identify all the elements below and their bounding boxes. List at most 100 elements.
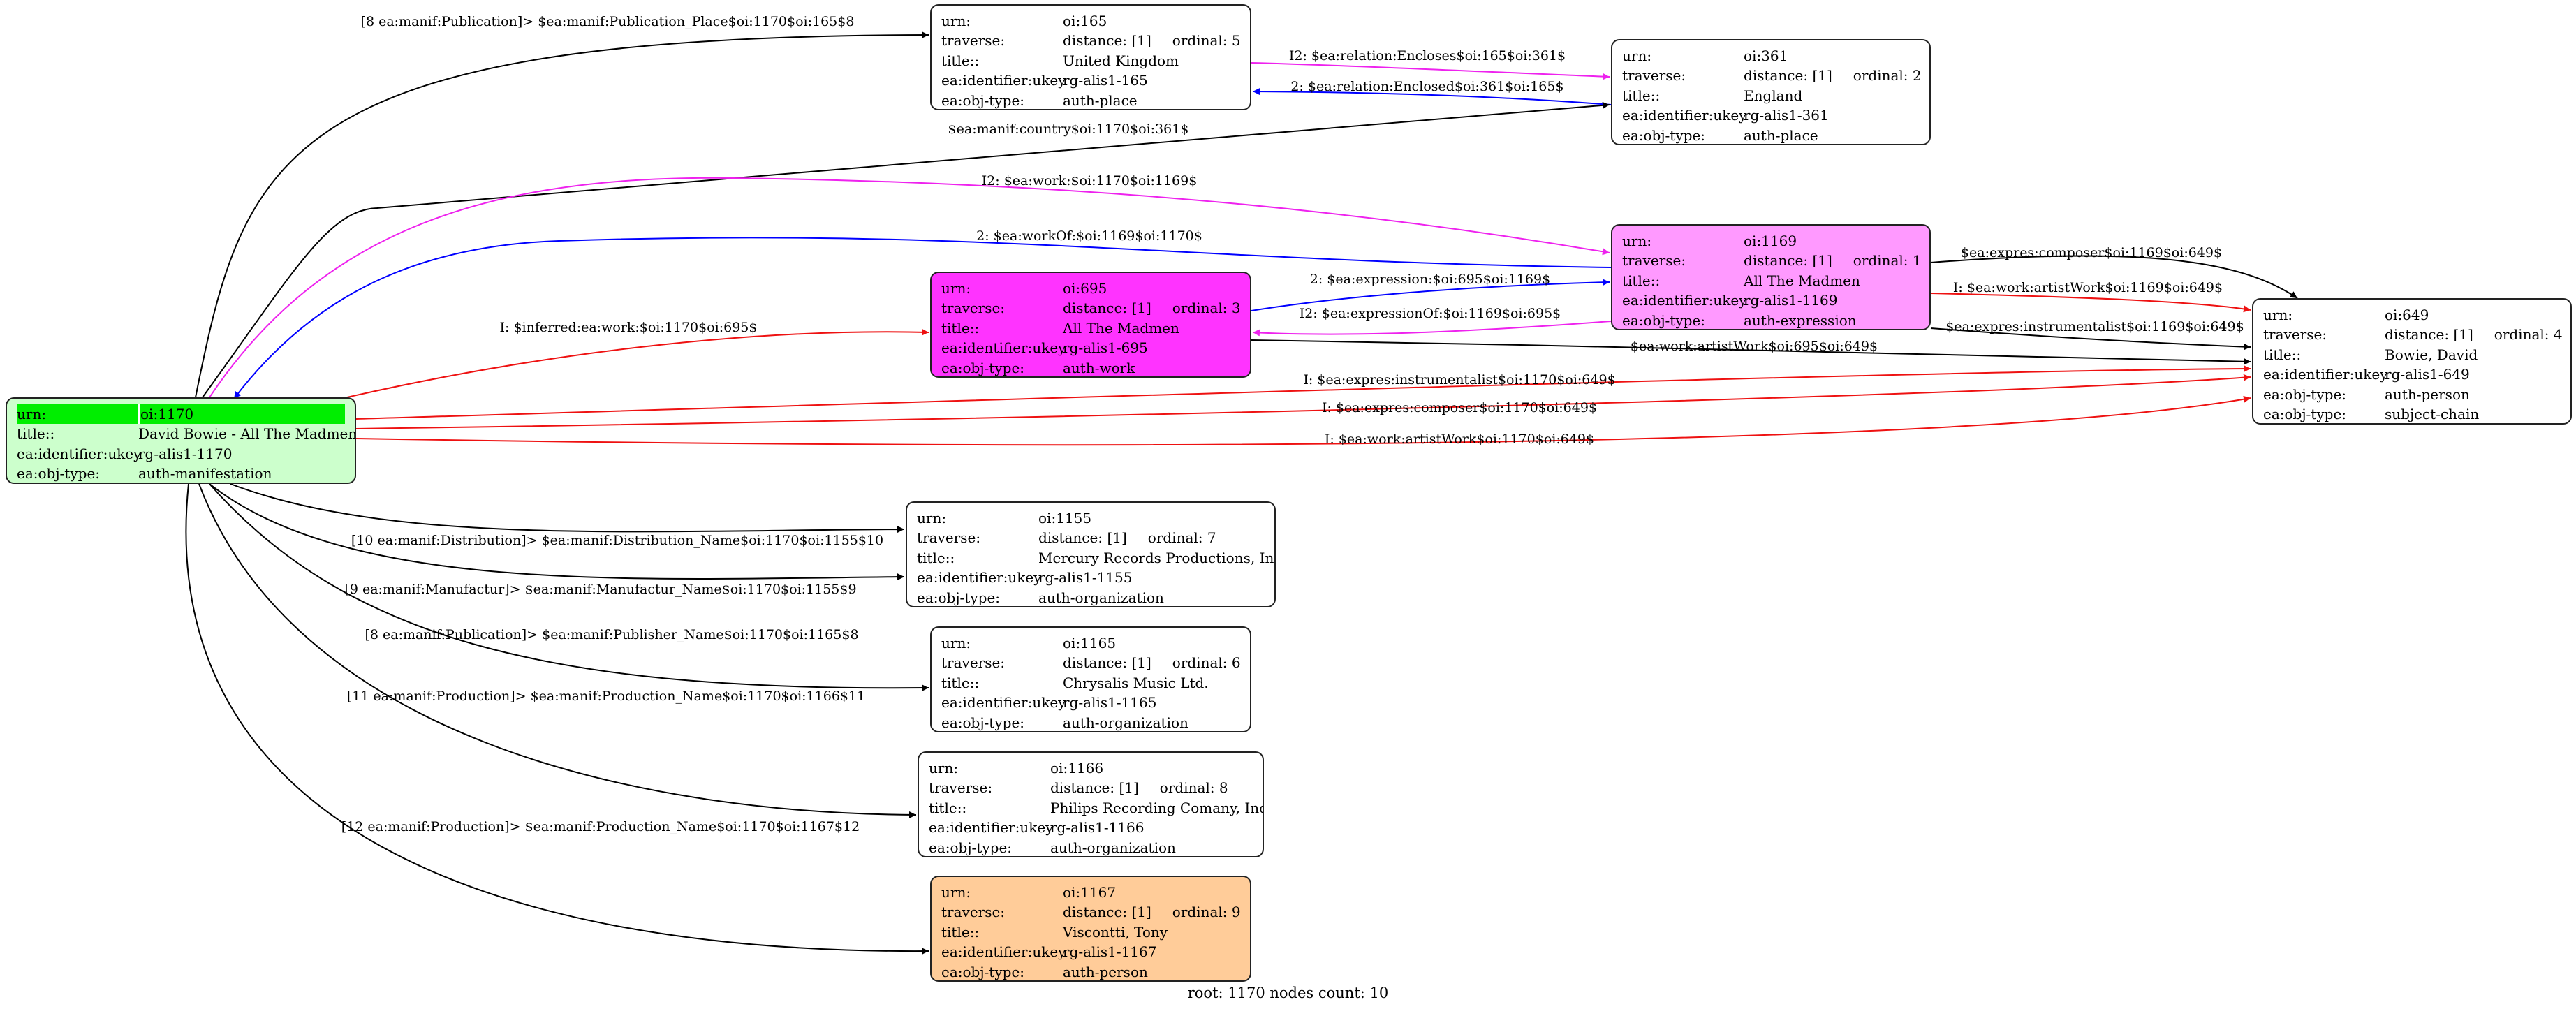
edge-e-publisher bbox=[209, 483, 929, 692]
node-key: urn: bbox=[941, 280, 971, 297]
edge-label: 2: $ea:relation:Enclosed$oi:361$oi:165$ bbox=[1290, 79, 1563, 94]
node-key: title:: bbox=[941, 319, 980, 337]
edge-e-work bbox=[209, 177, 1610, 398]
node-row: ea:obj-type: auth-organization bbox=[941, 713, 1240, 731]
node-key: ea:identifier:ukey bbox=[929, 819, 1054, 837]
node-row: urn:oi:1170 bbox=[17, 404, 345, 425]
edge-label: $ea:expres:instrumentalist$oi:1169$oi:64… bbox=[1945, 319, 2244, 334]
node-key: ea:identifier:ukey bbox=[917, 569, 1042, 587]
node-value: distance: [1] bbox=[2385, 326, 2473, 344]
edge-label: [11 ea:manif:Production]> $ea:manif:Prod… bbox=[347, 688, 865, 704]
node-key: title:: bbox=[17, 425, 55, 443]
node-key: ea:obj-type: bbox=[17, 465, 101, 483]
node-value: rg-alis1-1165 bbox=[1063, 694, 1157, 712]
edge-label: $ea:work:artistWork$oi:695$oi:649$ bbox=[1631, 339, 1878, 354]
edge-e-encloses bbox=[1251, 62, 1610, 80]
node-row: ea:obj-type:auth-place bbox=[1622, 126, 1920, 144]
node-value: distance: [1] bbox=[1063, 300, 1151, 317]
node-key: urn: bbox=[1622, 233, 1652, 249]
edge-label: 2: $ea:expression:$oi:695$oi:1169$ bbox=[1310, 272, 1550, 287]
node-value: auth-person bbox=[2385, 385, 2470, 403]
node-row: urn: oi:1167 bbox=[941, 883, 1240, 902]
edge-label: [12 ea:manif:Production]> $ea:manif:Prod… bbox=[341, 819, 860, 834]
node-key: urn: bbox=[941, 884, 971, 901]
node-key: traverse: bbox=[2263, 326, 2327, 344]
node-row: ea:obj-type:auth-work bbox=[941, 358, 1240, 376]
node-ordinal: ordinal: 6 bbox=[1172, 654, 1241, 672]
node-value: oi:1166 bbox=[1050, 760, 1104, 776]
node-key: ea:identifier:ukey bbox=[2263, 366, 2388, 383]
node-key: ea:obj-type: bbox=[941, 714, 1025, 731]
edge-e-manufactur bbox=[209, 483, 905, 581]
node-value: rg-alis1-1169 bbox=[1744, 292, 1838, 309]
node-row: traverse:distance: [1]ordinal: 8 bbox=[929, 778, 1253, 797]
node-value: oi:1167 bbox=[1063, 884, 1117, 901]
edge-e-expressionof bbox=[1252, 321, 1612, 337]
node-key: traverse: bbox=[1622, 67, 1686, 84]
node-value: United Kingdom bbox=[1063, 52, 1179, 69]
node-row: title::All The Madmen bbox=[1622, 271, 1920, 290]
node-key: traverse: bbox=[941, 904, 1006, 921]
node-key: title:: bbox=[917, 549, 955, 566]
node-row: traverse:distance: [1]ordinal: 1 bbox=[1622, 251, 1922, 270]
node-key: traverse: bbox=[917, 529, 981, 547]
node-row: title::United Kingdom bbox=[941, 51, 1240, 71]
node-value: oi:361 bbox=[1744, 47, 1788, 64]
node-key: urn: bbox=[1622, 47, 1652, 64]
edge-label: I: $ea:work:artistWork$oi:1170$oi:649$ bbox=[1325, 432, 1594, 447]
node-key: ea:obj-type: bbox=[2263, 405, 2347, 422]
node-value: distance: [1] bbox=[1744, 252, 1832, 270]
edge-e-pubplace bbox=[195, 31, 929, 398]
node-value: auth-organization bbox=[1063, 714, 1188, 731]
node-value: England bbox=[1744, 87, 1803, 104]
node-value: rg-alis1-695 bbox=[1063, 339, 1148, 357]
node-value: rg-alis1-1170 bbox=[138, 445, 233, 462]
node-value: Mercury Records Productions, Inc bbox=[1038, 549, 1276, 566]
node-key: urn: bbox=[917, 510, 947, 526]
edge-e-composer-1169 bbox=[1930, 255, 2298, 299]
edge-e-enclosed bbox=[1252, 88, 1612, 105]
node-row: title::Bowie, David bbox=[2263, 345, 2561, 364]
node-row: urn:oi:1166 bbox=[929, 758, 1253, 778]
node-row: urn:oi:1155 bbox=[917, 508, 1265, 528]
node-value: distance: [1] bbox=[1744, 67, 1832, 84]
node-key: ea:identifier:ukey bbox=[941, 72, 1066, 89]
node-ordinal: ordinal: 9 bbox=[1172, 904, 1241, 921]
edge-label: I: $inferred:ea:work:$oi:1170$oi:695$ bbox=[500, 320, 758, 335]
node-key: ea:obj-type: bbox=[2263, 385, 2347, 403]
node-value: rg-alis1-1167 bbox=[1063, 943, 1157, 961]
node-value: oi:1169 bbox=[1744, 233, 1797, 249]
node-value: rg-alis1-165 bbox=[1063, 72, 1148, 89]
node-row: ea:obj-type:auth-organization bbox=[929, 838, 1253, 856]
node-value: oi:165 bbox=[1063, 13, 1107, 29]
node-key: traverse: bbox=[929, 779, 993, 797]
edge-e-artistwork-1170 bbox=[355, 395, 2251, 446]
edge-e-inferred bbox=[346, 328, 929, 398]
node-row: title::Chrysalis Music Ltd. bbox=[941, 673, 1240, 693]
node-key: urn: bbox=[2263, 307, 2293, 323]
node-value: distance: [1] bbox=[1038, 529, 1127, 547]
node-key: traverse: bbox=[1622, 252, 1686, 270]
node-key: ea:identifier:ukey bbox=[941, 694, 1066, 712]
node-key: title:: bbox=[929, 799, 967, 816]
node-row: traverse:distance: [1]ordinal: 2 bbox=[1622, 66, 1922, 85]
node-row: urn: oi:361 bbox=[1622, 46, 1920, 66]
node-key: ea:identifier:ukey bbox=[1622, 107, 1747, 124]
node-row: title::Mercury Records Productions, Inc bbox=[917, 548, 1274, 568]
edge-label: I2: $ea:relation:Encloses$oi:165$oi:361$ bbox=[1289, 48, 1566, 64]
